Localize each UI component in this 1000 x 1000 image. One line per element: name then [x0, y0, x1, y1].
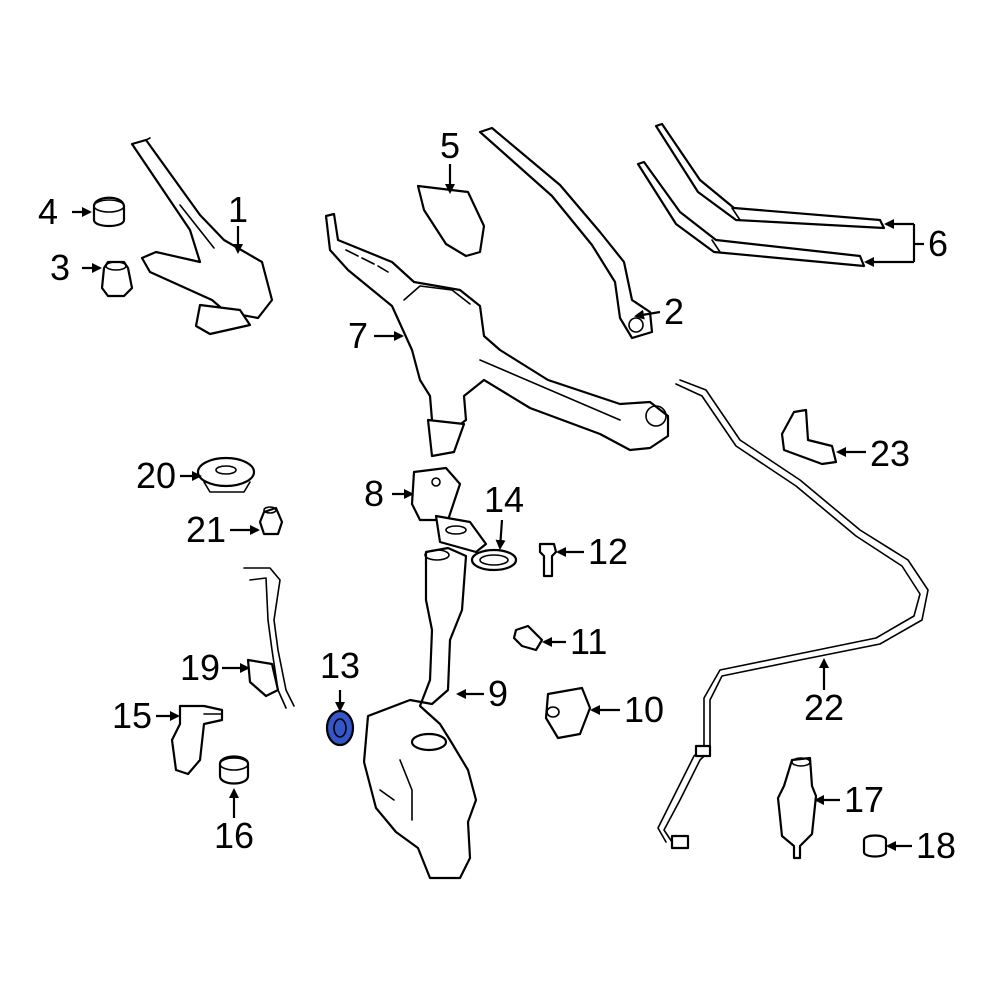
part-22-washer-hose[interactable] [657, 379, 929, 850]
callout-labels: 1 2 3 4 5 6 7 8 9 10 11 12 13 14 15 16 1… [38, 125, 956, 866]
label-4: 4 [38, 191, 58, 232]
seal-inner [333, 718, 347, 738]
label-14: 14 [484, 479, 524, 520]
part-21-valve[interactable] [258, 506, 284, 536]
part-10-clip[interactable] [544, 686, 592, 740]
label-11: 11 [570, 621, 607, 662]
label-16: 16 [214, 815, 254, 856]
label-21: 21 [186, 509, 226, 550]
part-9-washer-reservoir[interactable] [362, 546, 478, 880]
label-19: 19 [180, 647, 220, 688]
part-14-gasket[interactable] [434, 514, 518, 572]
label-12: 12 [588, 531, 628, 572]
part-18-grommet[interactable] [862, 834, 888, 858]
part-4-cap[interactable] [92, 196, 126, 228]
part-8-bracket[interactable] [410, 466, 462, 522]
label-15: 15 [112, 695, 152, 736]
label-13: 13 [320, 645, 360, 686]
part-13-seal[interactable] [325, 709, 355, 747]
label-6: 6 [928, 223, 948, 264]
part-7-wiper-motor-linkage[interactable] [324, 212, 670, 458]
label-22: 22 [804, 687, 844, 728]
label-2: 2 [664, 291, 684, 332]
label-18: 18 [916, 825, 956, 866]
label-8: 8 [364, 473, 384, 514]
part-23-bracket[interactable] [780, 408, 838, 466]
label-20: 20 [136, 455, 176, 496]
label-5: 5 [440, 125, 460, 166]
label-23: 23 [870, 433, 910, 474]
part-16-plug[interactable] [218, 755, 250, 785]
label-9: 9 [488, 673, 508, 714]
part-6-wiper-blades[interactable] [636, 122, 886, 268]
part-20-cap[interactable] [196, 456, 256, 493]
part-17-washer-pump[interactable] [776, 756, 818, 860]
label-1: 1 [228, 189, 248, 230]
part-15-sensor[interactable] [170, 704, 224, 776]
seal-highlight[interactable] [325, 709, 355, 747]
label-3: 3 [50, 247, 70, 288]
label-17: 17 [844, 779, 884, 820]
part-19-hose-bracket[interactable] [243, 567, 295, 709]
part-1-wiper-arm[interactable] [130, 137, 274, 336]
label-10: 10 [624, 689, 664, 730]
label-7: 7 [348, 315, 368, 356]
part-5-cover[interactable] [416, 184, 486, 258]
part-2-wiper-arm[interactable] [478, 126, 654, 340]
part-12-bolt[interactable] [538, 542, 558, 578]
part-11-clip[interactable] [512, 624, 544, 652]
leader-lines [72, 164, 924, 851]
part-3-cap[interactable] [100, 260, 134, 298]
